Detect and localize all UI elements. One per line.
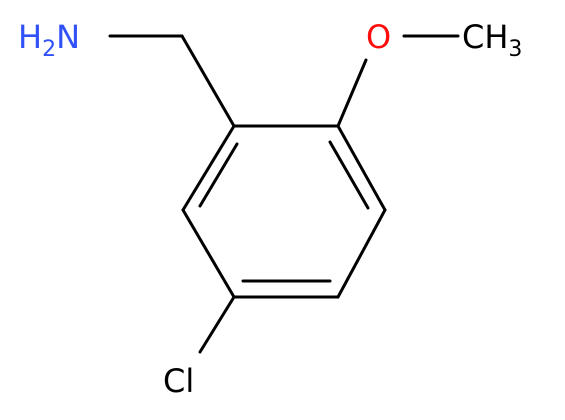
bond-ring-chlorine [198, 295, 236, 354]
bond-ring-c2-c3 [336, 124, 387, 212]
bond-ring-oxygen [336, 58, 368, 128]
double-bond-inner-c1-c6 [198, 142, 239, 208]
bond-ring-c5-c6 [181, 208, 236, 299]
chlorine-label: Cl [163, 362, 194, 400]
bonds [108, 34, 460, 354]
methyl-label: CH3 [462, 18, 522, 62]
bond-ring-c3-c4 [336, 208, 387, 299]
amine-label: H2N [18, 18, 80, 62]
double-bond-inner-c2-c3 [328, 140, 370, 210]
bond-ch2-ring [180, 34, 236, 128]
oxygen-label: O [366, 18, 391, 56]
bond-ring-c6-c1 [181, 124, 236, 212]
